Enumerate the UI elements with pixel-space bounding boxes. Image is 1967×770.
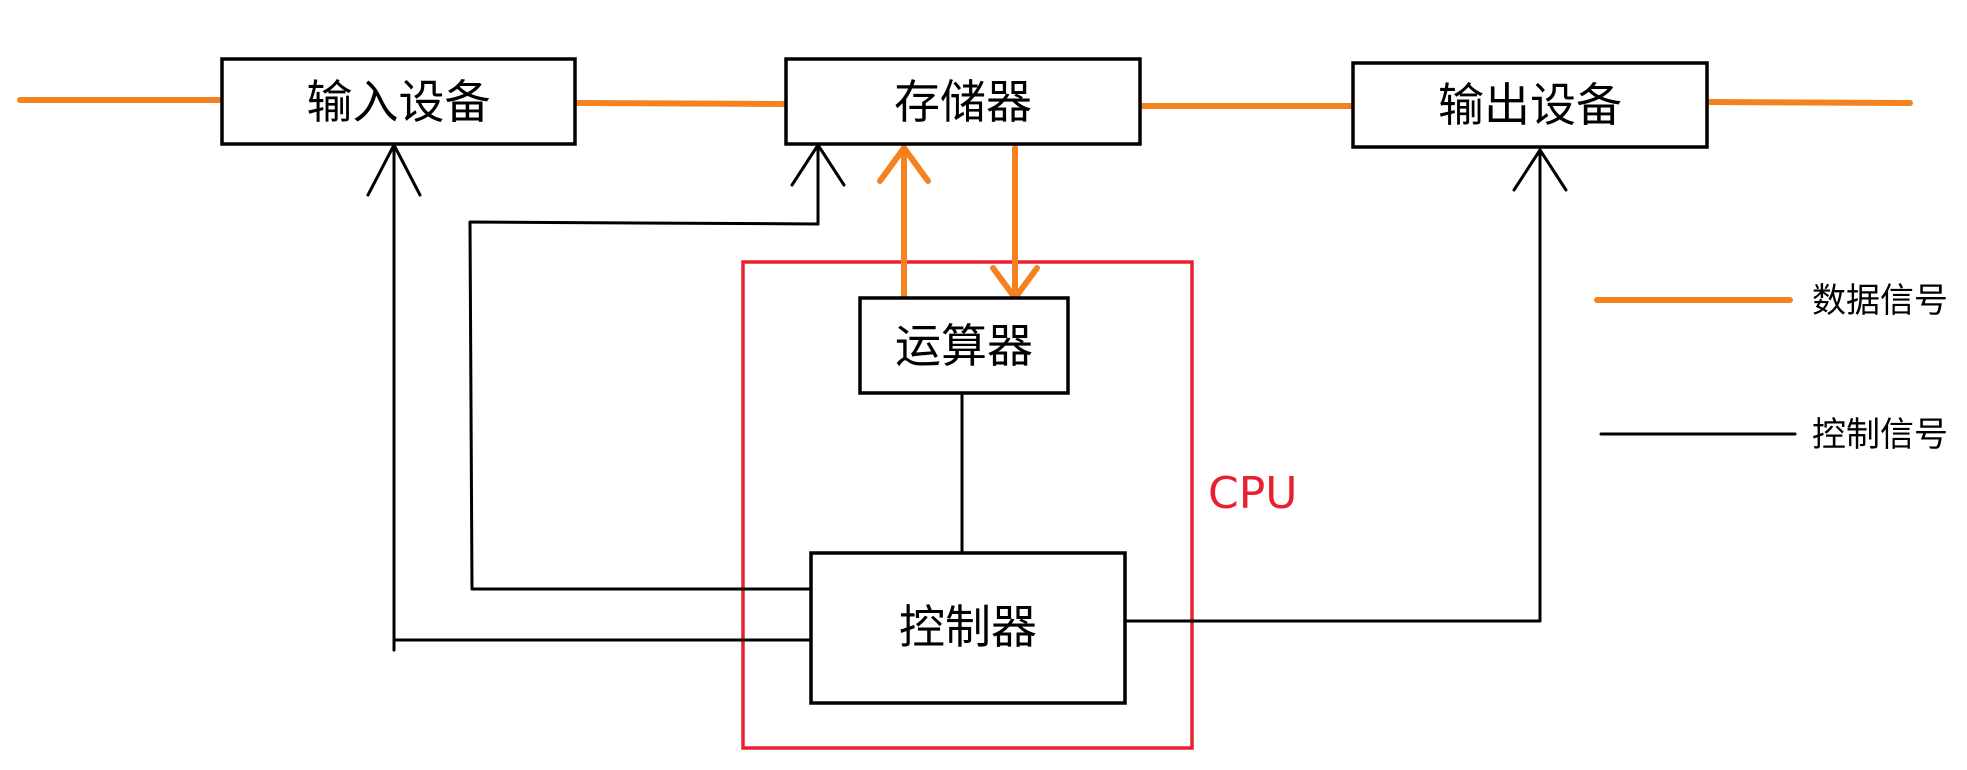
legend-control-label: 控制信号 — [1812, 415, 1948, 455]
control-arrow-controller-to-memory — [468, 143, 846, 591]
memory-label: 存储器 — [894, 75, 1032, 129]
controller-box: 控制器 — [809, 551, 1127, 705]
data-arrow-alu-to-memory — [877, 145, 931, 306]
alu-label: 运算器 — [895, 319, 1033, 373]
input-device-label: 输入设备 — [307, 75, 491, 129]
data-line-input-to-memory — [572, 100, 789, 107]
cpu-frame — [741, 260, 1194, 750]
control-arrow-controller-to-output — [1123, 148, 1568, 623]
data-line-output-external — [1704, 99, 1913, 106]
legend-data-label: 数据信号 — [1812, 281, 1948, 321]
alu-box: 运算器 — [858, 296, 1070, 395]
output-device-label: 输出设备 — [1438, 78, 1622, 132]
cpu-label: CPU — [1208, 468, 1297, 519]
output-device-box: 输出设备 — [1351, 61, 1709, 149]
legend: 数据信号 控制信号 — [1594, 281, 1948, 455]
controller-label: 控制器 — [899, 600, 1037, 654]
data-arrow-memory-to-alu — [990, 145, 1040, 301]
input-device-box: 输入设备 — [220, 57, 577, 146]
control-arrow-controller-to-input — [366, 143, 814, 652]
memory-box: 存储器 — [784, 57, 1142, 146]
